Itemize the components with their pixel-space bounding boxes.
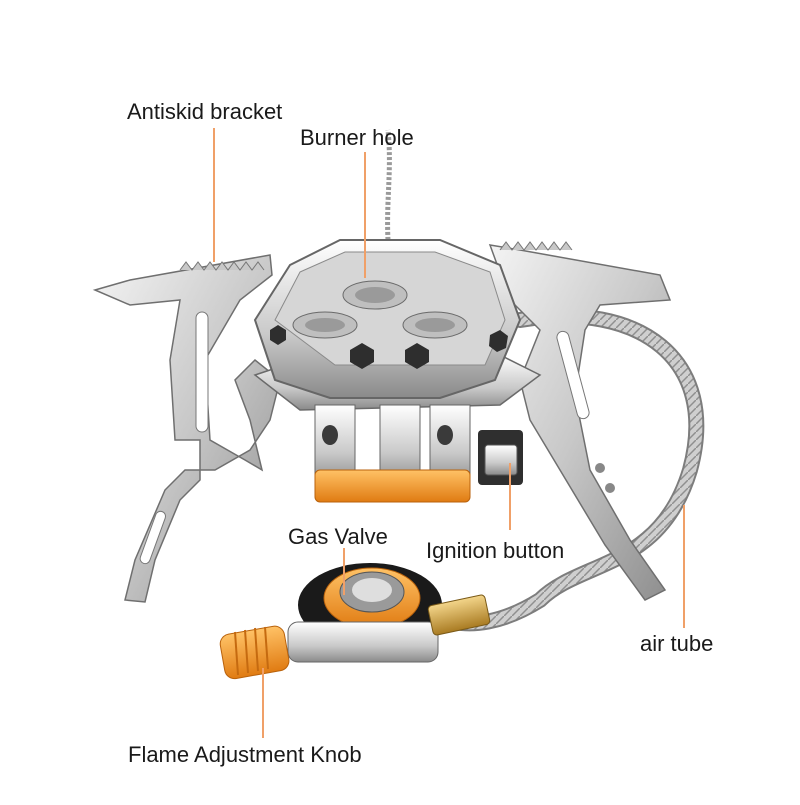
leader-lines bbox=[213, 128, 685, 738]
label-burner-hole: Burner hole bbox=[300, 125, 414, 150]
burner-housing bbox=[253, 239, 522, 399]
left-bracket bbox=[92, 254, 281, 603]
gas-valve bbox=[287, 563, 442, 663]
ignition-button bbox=[478, 430, 523, 485]
burner-columns bbox=[314, 404, 471, 503]
brass-connector bbox=[427, 594, 491, 636]
wire-rod bbox=[385, 129, 392, 241]
label-flame-adjustment-knob: Flame Adjustment Knob bbox=[128, 742, 362, 767]
label-gas-valve: Gas Valve bbox=[288, 524, 388, 549]
label-antiskid-bracket: Antiskid bracket bbox=[127, 99, 283, 124]
label-ignition-button: Ignition button bbox=[426, 538, 565, 563]
flame-adjustment-knob bbox=[219, 625, 290, 680]
label-air-tube: air tube bbox=[640, 631, 714, 656]
